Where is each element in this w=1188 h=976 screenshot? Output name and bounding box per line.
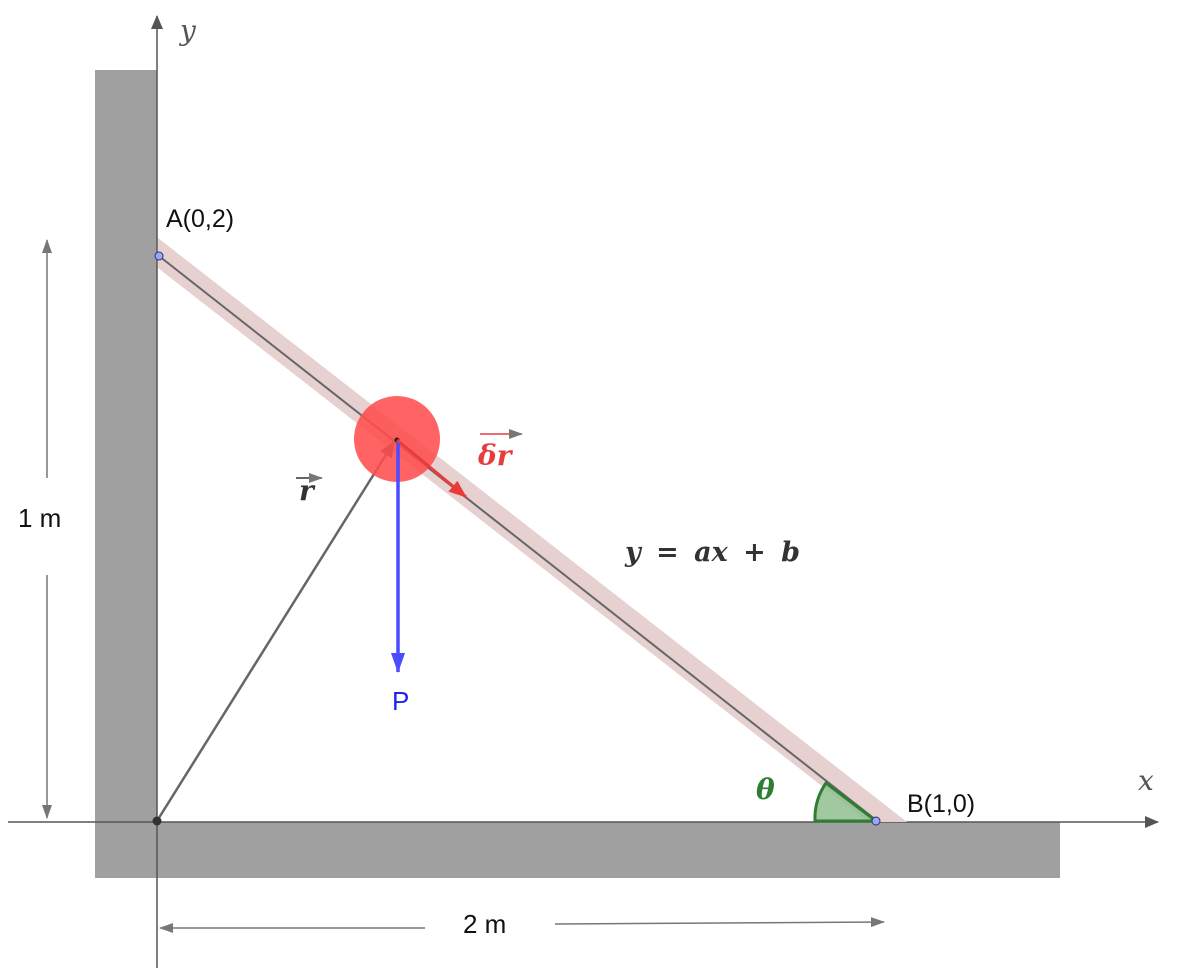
displacement-vector	[396, 438, 467, 499]
x-axis-label: x	[1138, 764, 1154, 797]
bar-ab	[158, 255, 877, 821]
angle-theta-label: θ	[756, 773, 775, 806]
inclined-rail	[158, 238, 907, 822]
point-a-label: A(0,2)	[166, 205, 234, 233]
origin-point	[152, 816, 162, 826]
y-axis-label: y	[178, 14, 197, 47]
position-vector	[155, 441, 396, 822]
point-b-label: B(1,0)	[907, 790, 975, 818]
point-b	[871, 816, 881, 826]
displacement-vector-label: δr	[477, 429, 523, 472]
weight-label: P	[392, 686, 409, 716]
ground	[95, 822, 1060, 878]
line-equation: y = ax + b	[624, 537, 800, 568]
vertical-dimension-label: 1 m	[18, 503, 61, 533]
vertical-wall	[95, 70, 157, 878]
horizontal-dimension-label: 2 m	[463, 909, 506, 939]
svg-text:r: r	[299, 474, 316, 507]
point-a	[154, 251, 164, 261]
svg-text:δr: δr	[477, 439, 514, 472]
horizontal-dimension-right	[554, 917, 885, 928]
angle-theta-wedge	[813, 780, 881, 823]
position-vector-label: r	[296, 473, 323, 507]
